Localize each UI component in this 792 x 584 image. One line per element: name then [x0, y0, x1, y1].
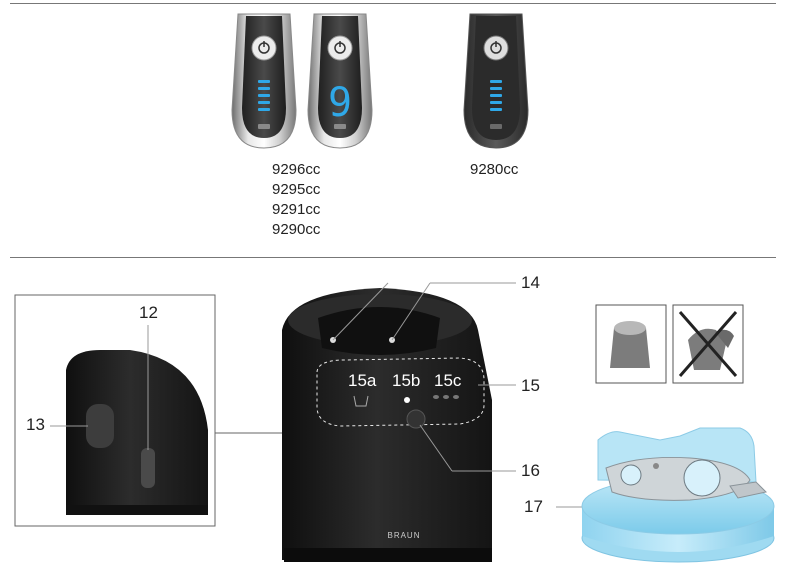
leader-lines	[332, 282, 600, 508]
hygiene-drop-icons	[433, 395, 459, 399]
display-digit: 9	[328, 80, 352, 126]
model-list-group-b: 9280cc	[470, 160, 518, 180]
power-icon	[483, 35, 509, 61]
model-label: 9291cc	[272, 201, 321, 218]
status-light	[404, 397, 410, 403]
model-list-group-a: 9296cc 9295cc 9291cc 9290cc	[272, 160, 320, 240]
shaver-head-icon	[595, 304, 667, 384]
callout-15b: 15b	[392, 371, 421, 390]
callout-15: 15	[521, 376, 540, 395]
battery-level-bars	[490, 80, 502, 111]
shaver-handle-dark-bars	[463, 13, 529, 149]
middle-rule	[10, 257, 776, 258]
side-button-13	[86, 404, 114, 448]
cleaning-cartridge-icon	[581, 427, 775, 563]
side-socket-12	[141, 448, 155, 488]
cleaning-level-icon	[353, 395, 369, 407]
do-not-icon	[672, 304, 744, 384]
shaver-handle-chrome-digit: 9	[307, 13, 373, 149]
callout-16: 16	[521, 461, 540, 480]
callout-17: 17	[524, 497, 543, 516]
callout-15a: 15a	[348, 371, 377, 390]
power-icon	[327, 35, 353, 61]
model-label: 9290cc	[272, 221, 321, 238]
station-side-view-inset	[14, 294, 282, 527]
battery-level-bars	[258, 80, 270, 111]
top-rule	[10, 3, 776, 4]
brand-logo: BRAUN	[387, 531, 420, 540]
callout-12: 12	[139, 303, 158, 322]
start-button-16	[406, 409, 426, 429]
power-icon	[251, 35, 277, 61]
model-label: 9280cc	[470, 161, 519, 178]
model-label: 9295cc	[272, 181, 321, 198]
callout-13: 13	[26, 415, 45, 434]
callout-14: 14	[521, 273, 540, 292]
callout-15c: 15c	[434, 371, 462, 390]
model-label: 9296cc	[272, 161, 321, 178]
cleaning-station: BRAUN	[282, 288, 492, 562]
shaver-handle-chrome-bars	[231, 13, 297, 149]
